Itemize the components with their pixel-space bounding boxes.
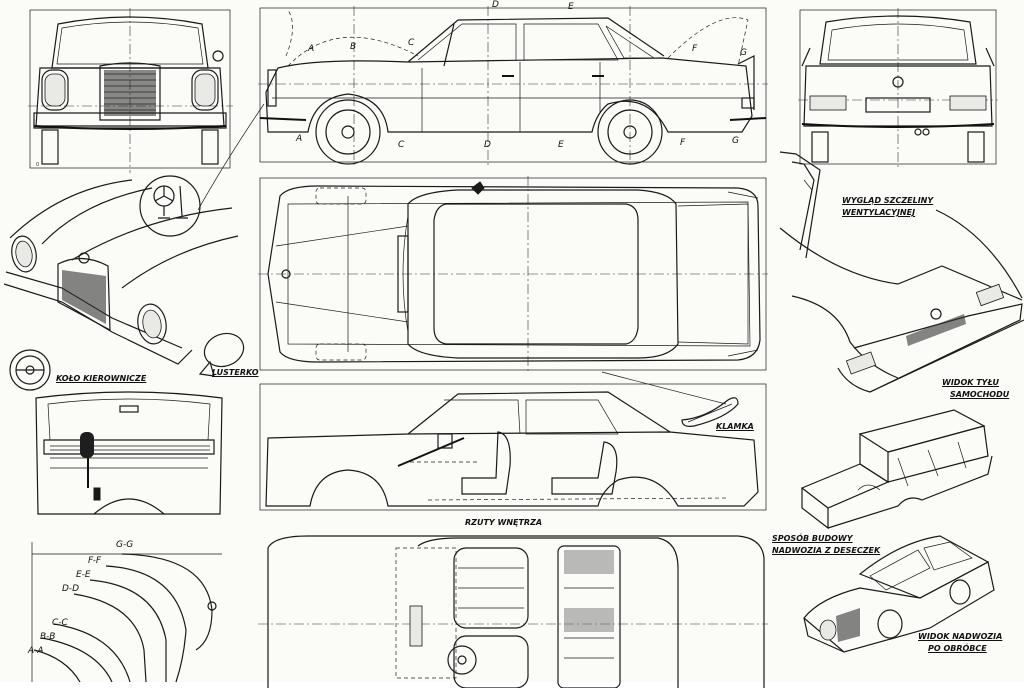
section-mark-c-bottom: C — [398, 140, 405, 150]
mercedes-star-icon — [153, 185, 188, 219]
cross-sections-view — [31, 542, 222, 683]
leader-line — [601, 371, 727, 405]
section-mark-c: C — [408, 38, 415, 48]
section-mark-a: A — [308, 44, 315, 54]
interior-side-view — [259, 383, 767, 511]
side-view — [258, 6, 768, 166]
section-mark-g-bottom: G — [732, 136, 739, 146]
vent-slot-detail — [779, 151, 821, 259]
label-kolo-kierownicze: KOŁO KIEROWNICZE — [56, 374, 147, 383]
label-widok-nadwozia-2: PO OBRÓBCE — [928, 644, 987, 653]
section-label-ee: E-E — [76, 570, 91, 580]
label-widok-tylu-2: SAMOCHODU — [950, 390, 1010, 399]
section-mark-d-bottom: D — [484, 140, 491, 150]
section-mark-e: E — [568, 2, 574, 12]
label-sposob-1: SPOSÓB BUDOWY — [772, 534, 853, 543]
leader-line — [197, 103, 265, 211]
label-klamka: KLAMKA — [716, 422, 754, 431]
front-perspective-view — [3, 175, 239, 365]
scale-tick: 0 — [36, 162, 40, 168]
section-mark-f-bottom: F — [680, 138, 686, 148]
label-wyglad-1: WYGLĄD SZCZELINY — [842, 196, 934, 205]
section-label-dd: D-D — [62, 584, 80, 594]
label-rzuty-wnetrza: RZUTY WNĘTRZA — [465, 518, 543, 527]
rear-view — [798, 8, 998, 168]
interior-plan-view — [258, 535, 768, 688]
section-label-gg: G-G — [116, 540, 134, 550]
front-view — [28, 8, 233, 173]
section-label-bb: B-B — [40, 632, 56, 642]
finished-body-view — [803, 535, 995, 653]
label-widok-nadwozia-1: WIDOK NADWOZIA — [918, 632, 1003, 641]
section-mark-e-bottom: E — [558, 140, 564, 150]
section-mark-a-bottom: A — [296, 134, 303, 144]
section-mark-f: F — [692, 44, 698, 54]
section-label-cc: C-C — [52, 618, 68, 628]
section-mark-d: D — [492, 0, 499, 10]
rear-perspective-view — [779, 209, 1024, 393]
plan-view — [258, 176, 768, 372]
label-wyglad-2: WENTYLACYJNEJ — [842, 208, 916, 217]
section-mark-b: B — [350, 42, 357, 52]
section-label-aa: A-A — [28, 646, 44, 656]
dashboard-view — [35, 391, 223, 515]
steering-wheel-icon — [9, 349, 51, 391]
mirror-icon — [198, 332, 245, 377]
label-widok-tylu-1: WIDOK TYŁU — [942, 378, 999, 387]
block-construction-view — [800, 409, 993, 530]
door-handle-icon — [681, 397, 739, 427]
section-mark-g: G — [740, 48, 747, 58]
label-lusterko: LUSTERKO — [212, 368, 259, 377]
label-sposob-2: NADWOZIA Z DESECZEK — [772, 546, 881, 555]
section-label-ff: F-F — [88, 556, 102, 566]
